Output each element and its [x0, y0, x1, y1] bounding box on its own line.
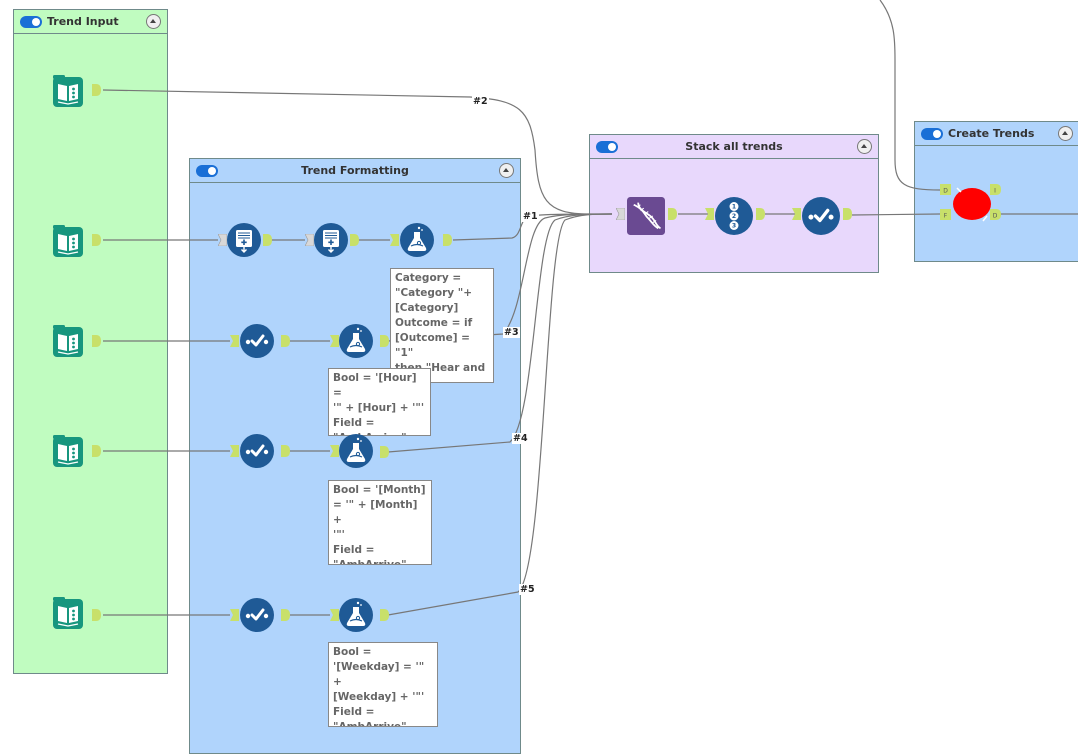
output-anchor[interactable]: [756, 208, 765, 220]
container-title: Stack all trends: [685, 140, 783, 153]
output-anchor[interactable]: [92, 234, 101, 246]
container-enable-toggle[interactable]: [596, 141, 618, 153]
dna-icon[interactable]: [627, 197, 665, 235]
input-anchor[interactable]: [230, 335, 239, 347]
wire-select-macro[interactable]: [851, 213, 941, 216]
wire-formula4-union[interactable]: [387, 213, 613, 616]
container-title: Create Trends: [948, 127, 1035, 140]
append-icon[interactable]: [314, 223, 348, 257]
collapse-button[interactable]: [499, 163, 514, 178]
container-title: Trend Input: [47, 15, 119, 28]
output-anchor[interactable]: [281, 445, 290, 457]
svg-text:D: D: [993, 213, 998, 220]
multi-input-anchor[interactable]: [616, 208, 625, 220]
output-anchor[interactable]: [843, 208, 852, 220]
book-icon[interactable]: [51, 224, 85, 258]
output-anchor[interactable]: [281, 335, 290, 347]
output-anchor[interactable]: [92, 445, 101, 457]
input-anchor[interactable]: [390, 234, 399, 246]
input-anchor[interactable]: [792, 208, 801, 220]
container-header: Create Trends: [915, 122, 1078, 146]
annotation-formula-3: Bool = '[Month] = '" + [Month] + '"' Fie…: [328, 480, 432, 565]
container-header: Trend Input: [14, 10, 167, 34]
input-anchor[interactable]: [305, 234, 314, 246]
book-icon[interactable]: [51, 596, 85, 630]
connection-label-1: #1: [522, 211, 539, 222]
output-anchor[interactable]: [350, 234, 359, 246]
select-check-icon[interactable]: [802, 197, 840, 235]
svg-text:F: F: [944, 213, 948, 220]
output-anchor[interactable]: [92, 609, 101, 621]
book-icon[interactable]: [51, 324, 85, 358]
input-anchor[interactable]: [330, 445, 339, 457]
svg-text:I: I: [994, 188, 996, 195]
annotation-formula-2: Bool = '[Hour] = '" + [Hour] + '"' Field…: [328, 368, 431, 436]
flask-icon[interactable]: [339, 434, 373, 468]
input-anchor[interactable]: [230, 445, 239, 457]
svg-text:D: D: [943, 188, 948, 195]
red-circle-icon[interactable]: [950, 184, 994, 224]
input-anchor[interactable]: [218, 234, 227, 246]
input-anchor[interactable]: [230, 609, 239, 621]
wire-formula3-union[interactable]: [387, 213, 613, 453]
container-enable-toggle[interactable]: [921, 128, 943, 140]
output-anchor[interactable]: [443, 234, 452, 246]
container-header: Trend Formatting: [190, 159, 520, 183]
connection-label-2: #2: [472, 96, 489, 107]
container-enable-toggle[interactable]: [20, 16, 42, 28]
connection-label-5: #5: [519, 584, 536, 595]
connection-label-4: #4: [512, 433, 529, 444]
macro-output-anchor-d[interactable]: D: [990, 209, 1001, 220]
output-anchor[interactable]: [281, 609, 290, 621]
numbered-list-icon[interactable]: [715, 197, 753, 235]
output-anchor[interactable]: [380, 335, 389, 347]
select-check-icon[interactable]: [240, 434, 274, 468]
input-anchor[interactable]: [330, 609, 339, 621]
output-anchor[interactable]: [92, 84, 101, 96]
macro-output-anchor-i[interactable]: I: [990, 184, 1001, 195]
output-anchor[interactable]: [668, 208, 677, 220]
wire-external-macro[interactable]: [879, 0, 941, 191]
output-anchor[interactable]: [263, 234, 272, 246]
annotation-formula-4: Bool = '[Weekday] = '" + [Weekday] + '"'…: [328, 642, 438, 727]
flask-icon[interactable]: [400, 223, 434, 257]
append-icon[interactable]: [227, 223, 261, 257]
book-icon[interactable]: [51, 434, 85, 468]
select-check-icon[interactable]: [240, 598, 274, 632]
select-check-icon[interactable]: [240, 324, 274, 358]
container-title: Trend Formatting: [301, 164, 409, 177]
connection-label-3: #3: [503, 327, 520, 338]
collapse-button[interactable]: [146, 14, 161, 29]
macro-input-anchor-f[interactable]: F: [940, 209, 951, 220]
annotation-formula-1: Category = "Category "+ [Category] Outco…: [390, 268, 494, 383]
output-anchor[interactable]: [92, 335, 101, 347]
macro-input-anchor-d[interactable]: D: [940, 184, 951, 195]
input-anchor[interactable]: [330, 335, 339, 347]
output-anchor[interactable]: [380, 609, 389, 621]
container-enable-toggle[interactable]: [196, 165, 218, 177]
flask-icon[interactable]: [339, 598, 373, 632]
container-header: Stack all trends: [590, 135, 878, 159]
wire-input1-union[interactable]: [102, 89, 612, 215]
output-anchor[interactable]: [380, 446, 389, 458]
book-icon[interactable]: [51, 74, 85, 108]
flask-icon[interactable]: [339, 324, 373, 358]
collapse-button[interactable]: [1058, 126, 1073, 141]
input-anchor[interactable]: [705, 208, 714, 220]
collapse-button[interactable]: [857, 139, 872, 154]
